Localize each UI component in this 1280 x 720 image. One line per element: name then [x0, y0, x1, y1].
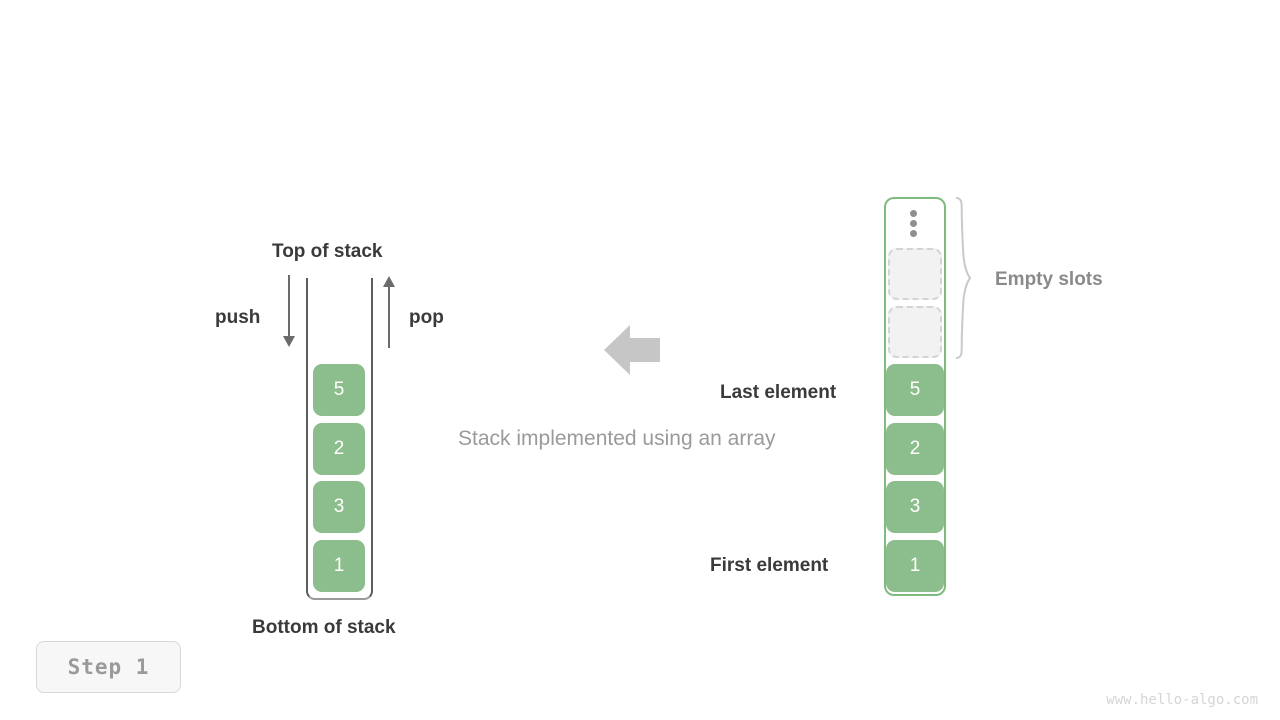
top-of-stack-label: Top of stack — [272, 241, 383, 262]
array-node: 1 — [886, 540, 944, 592]
empty-slots-brace-icon — [955, 197, 972, 359]
first-element-label: First element — [710, 555, 829, 576]
push-label: push — [215, 307, 261, 328]
pop-arrow-head-icon — [383, 276, 395, 287]
last-element-label: Last element — [720, 382, 837, 403]
array-node: 2 — [886, 423, 944, 475]
push-arrow-shaft — [288, 275, 290, 337]
left-block-arrow-icon — [604, 325, 660, 375]
stack-node: 1 — [313, 540, 365, 592]
stack-node: 5 — [313, 364, 365, 416]
diagram-caption: Stack implemented using an array — [458, 427, 776, 450]
array-node: 5 — [886, 364, 944, 416]
vertical-ellipsis-icon — [910, 210, 918, 238]
step-badge-label: Step 1 — [67, 655, 150, 679]
step-badge: Step 1 — [36, 641, 181, 693]
pop-arrow-shaft — [388, 286, 390, 348]
bottom-of-stack-label: Bottom of stack — [252, 617, 396, 638]
empty-slot — [888, 248, 942, 300]
stack-node: 3 — [313, 481, 365, 533]
empty-slot — [888, 306, 942, 358]
push-arrow-head-icon — [283, 336, 295, 347]
stack-container — [306, 278, 373, 600]
pop-label: pop — [409, 307, 444, 328]
stack-node: 2 — [313, 423, 365, 475]
watermark: www.hello-algo.com — [1106, 692, 1258, 708]
array-node: 3 — [886, 481, 944, 533]
empty-slots-label: Empty slots — [995, 269, 1103, 290]
